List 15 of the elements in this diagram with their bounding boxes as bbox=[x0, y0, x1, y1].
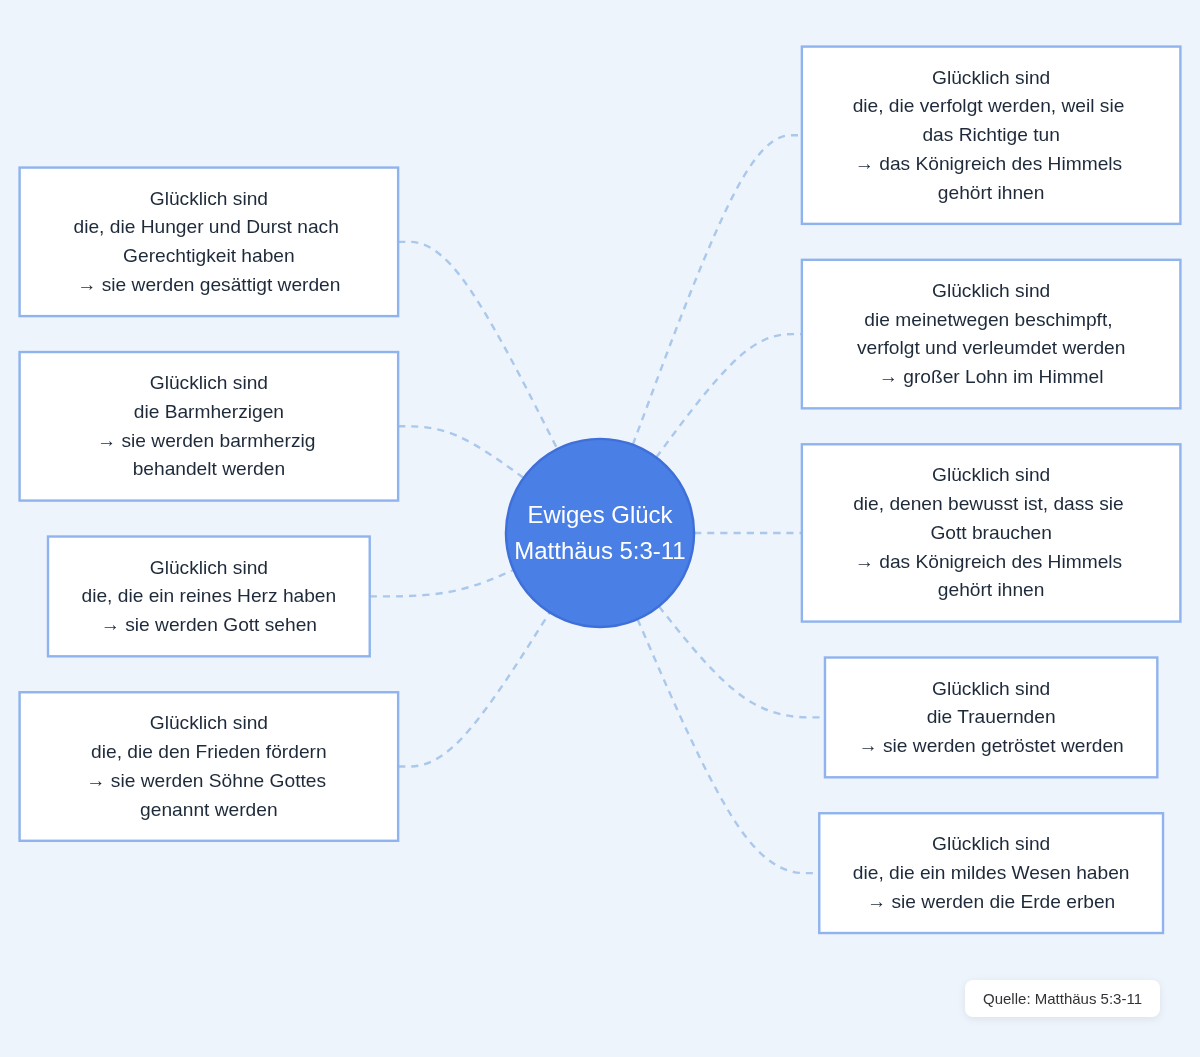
node-box: Glücklich sind die Barmherzigen → sie werden barmherzig behandelt werden bbox=[18, 351, 400, 502]
connector bbox=[398, 611, 551, 768]
connector bbox=[398, 425, 525, 480]
connector bbox=[398, 240, 559, 450]
node-box: Glücklich sind die, die ein mildes Wesen haben → sie werden die Erde erben bbox=[818, 812, 1165, 935]
node-box: Glücklich sind die, die verfolgt werden, weil sie das Richtige tun → das Königreich des Himmels gehört ihnen bbox=[800, 45, 1182, 226]
node-circle: Ewiges Glück Matthäus 5:3-11 bbox=[504, 437, 696, 629]
node-box: Glücklich sind die meinetwegen beschimpft, verfolgt und verleumdet werden → großer Lohn im Himmel bbox=[800, 258, 1182, 410]
source-note: Quelle: Matthäus 5:3-11 bbox=[965, 980, 1160, 1017]
node-box: Glücklich sind die, die ein reines Herz haben → sie werden Gott sehen bbox=[46, 535, 371, 658]
node-box: Glücklich sind die, denen bewusst ist, dass sie Gott brauchen → das Königreich des Himmels gehört ihnen bbox=[800, 443, 1182, 623]
node-box: Glücklich sind die, die den Frieden fördern → sie werden Söhne Gottes genannt werden bbox=[18, 691, 400, 843]
node-box: Glücklich sind die, die Hunger und Durst nach Gerechtigkeit haben → sie werden gesättigt werden bbox=[18, 166, 400, 318]
node-box: Glücklich sind die Trauernden → sie werden getröstet werden bbox=[823, 656, 1159, 779]
connector bbox=[369, 569, 515, 598]
